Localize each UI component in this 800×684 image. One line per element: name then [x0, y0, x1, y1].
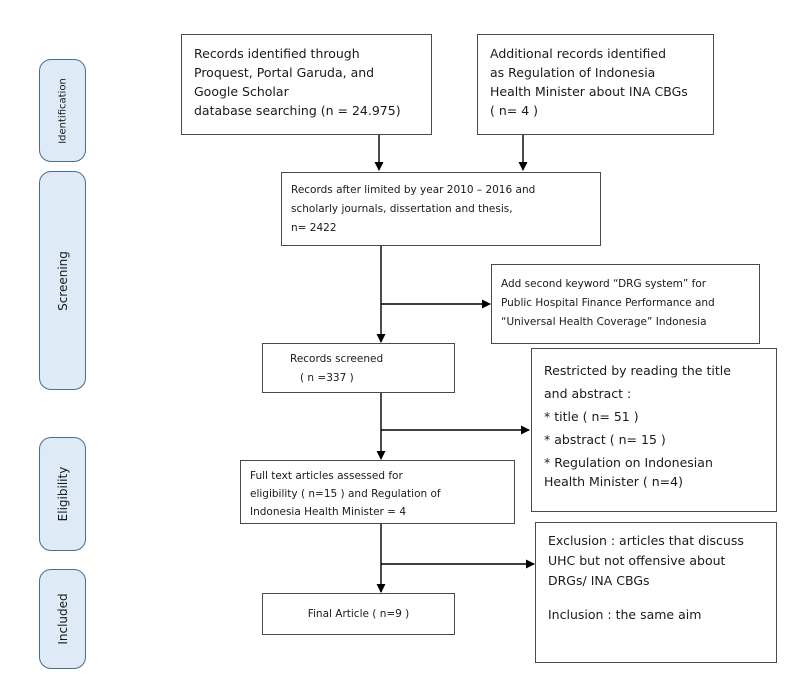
full-text-line: Indonesia Health Minister = 4 [250, 506, 406, 518]
additional-records-line: ( n= 4 ) [490, 103, 539, 118]
exclusion-line: DRGs/ INA CBGs [548, 573, 650, 588]
final-article-box: Final Article ( n=9 ) [262, 593, 455, 635]
second-keyword-line: “Universal Health Coverage” Indonesia [501, 316, 707, 328]
limited-records-line: Records after limited by year 2010 – 201… [291, 184, 536, 196]
limited-records-line: n= 2422 [291, 222, 337, 234]
restricted-line: and abstract : [544, 386, 632, 401]
full-text-line: eligibility ( n=15 ) and Regulation of [250, 488, 441, 500]
exclusion-box: Exclusion : articles that discuss UHC bu… [535, 522, 777, 663]
restricted-line: * title ( n= 51 ) [544, 409, 639, 424]
additional-records-box: Additional records identified as Regulat… [477, 34, 714, 135]
second-keyword-box: Add second keyword “DRG system” for Publ… [491, 264, 760, 344]
exclusion-line: Exclusion : articles that discuss [548, 533, 744, 548]
inclusion-line: Inclusion : the same aim [548, 607, 702, 622]
phase-included: Included [39, 569, 86, 669]
restricted-line: Health Minister ( n=4) [544, 474, 683, 489]
full-text-box: Full text articles assessed for eligibil… [240, 460, 515, 524]
additional-records-line: as Regulation of Indonesia [490, 65, 656, 80]
phase-eligibility: Eligibility [39, 437, 86, 551]
restricted-line: * Regulation on Indonesian [544, 455, 713, 470]
database-records-line: database searching (n = 24.975) [194, 103, 401, 118]
exclusion-line: UHC but not offensive about [548, 553, 726, 568]
records-screened-box: Records screened ( n =337 ) [262, 343, 455, 393]
full-text-line: Full text articles assessed for [250, 470, 403, 482]
phase-screening: Screening [39, 171, 86, 390]
phase-identification: Identification [39, 59, 86, 162]
limited-records-box: Records after limited by year 2010 – 201… [281, 172, 601, 246]
restricted-line: Restricted by reading the title [544, 363, 731, 378]
database-records-line: Google Scholar [194, 84, 289, 99]
records-screened-label: Records screened [290, 353, 384, 365]
second-keyword-line: Public Hospital Finance Performance and [501, 297, 715, 309]
restricted-box: Restricted by reading the title and abst… [531, 348, 777, 512]
limited-records-line: scholarly journals, dissertation and the… [291, 203, 513, 215]
final-article-label: Final Article ( n=9 ) [307, 608, 410, 620]
additional-records-line: Additional records identified [490, 46, 667, 61]
additional-records-line: Health Minister about INA CBGs [490, 84, 688, 99]
database-records-box: Records identified through Proquest, Por… [181, 34, 432, 135]
database-records-line: Records identified through [194, 46, 360, 61]
second-keyword-line: Add second keyword “DRG system” for [501, 278, 707, 290]
database-records-line: Proquest, Portal Garuda, and [194, 65, 375, 80]
restricted-line: * abstract ( n= 15 ) [544, 432, 666, 447]
records-screened-count: ( n =337 ) [300, 372, 354, 384]
